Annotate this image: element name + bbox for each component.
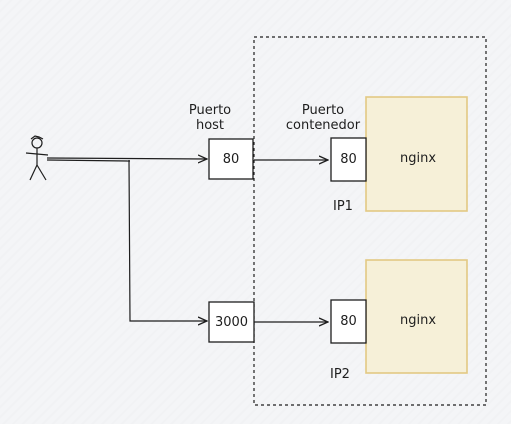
host-port-heading-line1: Puerto — [188, 103, 232, 118]
container-2-name: nginx — [400, 313, 437, 328]
host-boundary — [253, 36, 487, 406]
host-port-80-label: 80 — [222, 151, 240, 167]
container-port-heading-line1: Puerto — [301, 103, 345, 118]
container-port-box-1 — [330, 137, 367, 182]
container-port-heading-line2: contenedor — [285, 118, 361, 133]
container-port-heading: Puerto contenedor — [282, 103, 364, 133]
container-port-box-2 — [330, 299, 367, 344]
host-port-3000-label: 3000 — [214, 314, 249, 330]
container-port-2-label: 80 — [340, 314, 357, 329]
host-to-container-connectors — [254, 160, 328, 322]
user-icon — [25, 135, 49, 181]
container-box-1 — [365, 96, 468, 212]
user-to-host-connectors — [46, 158, 207, 321]
host-port-heading-line2: host — [195, 118, 225, 133]
container-1-ip: IP1 — [333, 199, 353, 214]
host-port-heading: Puerto host — [181, 103, 239, 133]
container-2-ip: IP2 — [330, 367, 350, 382]
container-port-1-label: 80 — [340, 152, 357, 167]
container-1-name: nginx — [400, 151, 437, 166]
host-port-box-80 — [208, 138, 254, 180]
container-box-2 — [365, 259, 468, 374]
